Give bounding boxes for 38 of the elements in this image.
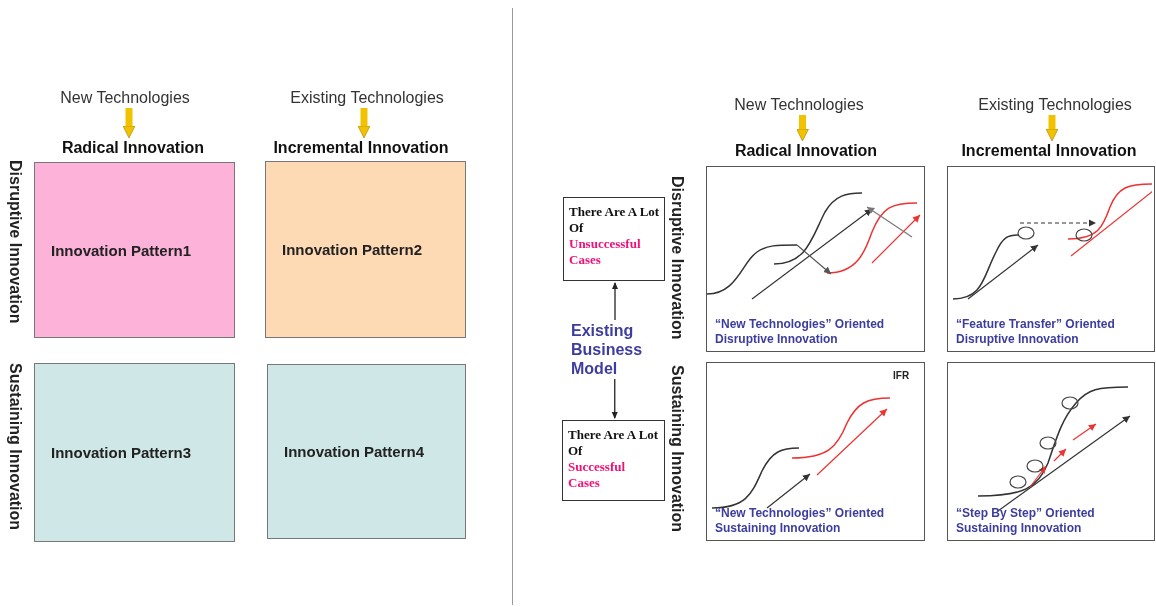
column-heading: Radical Innovation xyxy=(53,139,213,157)
pattern-label: Innovation Pattern3 xyxy=(51,444,192,461)
model-label: Existing Business Model xyxy=(571,321,661,378)
case-text: There Are A Lot Of xyxy=(568,427,660,459)
panel-caption: “New Technologies” Oriented Sustaining Innovation xyxy=(715,506,886,536)
pattern-label: Innovation Pattern2 xyxy=(282,241,423,258)
pattern-box xyxy=(34,162,235,338)
row-heading: Sustaining Innovation xyxy=(6,363,24,531)
pattern-box xyxy=(34,363,235,542)
row-heading: Sustaining Innovation xyxy=(668,365,686,533)
column-heading: New Technologies xyxy=(724,96,874,114)
pattern-box xyxy=(265,161,466,338)
row-heading: Disruptive Innovation xyxy=(668,176,686,340)
column-heading: Existing Technologies xyxy=(960,96,1150,114)
pattern-label: Innovation Pattern1 xyxy=(51,241,192,259)
column-heading: Existing Technologies xyxy=(277,89,457,107)
case-text: Successful Cases xyxy=(568,459,627,491)
panel-caption: “Feature Transfer” Oriented Disruptive Innovation xyxy=(956,317,1116,347)
diagram-panel xyxy=(706,362,925,541)
panel-caption: “New Technologies” Oriented Disruptive Innovation xyxy=(715,317,886,347)
case-text: There Are A Lot Of xyxy=(569,204,660,236)
column-heading: Incremental Innovation xyxy=(266,139,456,157)
column-heading: Radical Innovation xyxy=(716,142,896,160)
diagram-panel xyxy=(706,166,925,352)
panel-caption: “Step By Step” Oriented Sustaining Innovation xyxy=(956,506,1096,536)
curve-label: IFR xyxy=(893,370,910,381)
case-box xyxy=(563,197,665,281)
case-text: Unsuccessful Cases xyxy=(569,236,642,268)
diagram-panel xyxy=(947,166,1155,352)
arrow xyxy=(612,282,618,321)
arrow xyxy=(611,378,618,419)
column-heading: New Technologies xyxy=(45,89,205,107)
case-box xyxy=(562,420,665,501)
pattern-box xyxy=(267,364,466,539)
column-heading: Incremental Innovation xyxy=(950,142,1148,160)
pattern-label: Innovation Pattern4 xyxy=(284,443,425,460)
row-heading: Disruptive Innovation xyxy=(6,160,24,324)
diagram-panel xyxy=(947,362,1155,541)
